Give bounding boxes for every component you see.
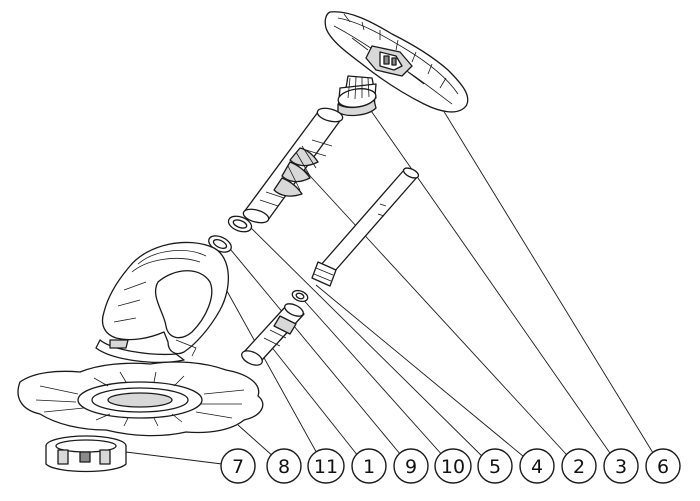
leader-7: [109, 449, 239, 467]
callout-10-circle: [434, 448, 472, 484]
part-6-top-disc: [324, 11, 469, 113]
part-7-clip: [45, 435, 127, 473]
part-8-skirt: [17, 361, 264, 437]
callout-10: 10: [434, 448, 472, 484]
callout-4: 4: [519, 448, 555, 484]
callout-3-label: 3: [615, 456, 627, 478]
callout-1-label: 1: [363, 456, 375, 478]
callout-1-circle: [351, 448, 387, 484]
part-2-spiral-tube: [242, 107, 344, 224]
callout-10-label: 10: [441, 456, 465, 478]
callout-4-circle: [519, 448, 555, 484]
callout-4-label: 4: [531, 456, 543, 478]
callout-8: 8: [266, 448, 302, 484]
part-4-straight-tube: [311, 167, 420, 287]
part-10-rings: [291, 289, 309, 303]
callouts: 7 8 11 1 9 10 5 4: [220, 448, 681, 484]
callout-7: 7: [220, 448, 256, 484]
callout-2: 2: [561, 448, 597, 484]
leader-10: [299, 295, 453, 467]
leader-11: [221, 281, 325, 467]
callout-3-circle: [603, 448, 639, 484]
callout-5: 5: [477, 448, 513, 484]
callout-7-circle: [220, 448, 256, 484]
callout-11-label: 11: [314, 456, 338, 478]
callout-5-circle: [477, 448, 513, 484]
callout-6: 6: [645, 448, 681, 484]
part-3-collar: [337, 75, 377, 117]
callout-6-label: 6: [657, 456, 669, 478]
part-1-connector: [241, 303, 305, 366]
callout-9: 9: [393, 448, 429, 484]
leader-2: [299, 164, 578, 467]
callout-7-label: 7: [232, 456, 244, 478]
part-5-ring: [227, 215, 253, 233]
callout-2-circle: [561, 448, 597, 484]
leader-3: [359, 94, 620, 467]
leader-1: [269, 344, 367, 467]
callout-8-label: 8: [278, 456, 290, 478]
part-11-foot: [95, 241, 230, 363]
callout-1: 1: [351, 448, 387, 484]
leader-lines: [109, 94, 662, 467]
callout-5-label: 5: [489, 456, 501, 478]
leader-6: [439, 104, 662, 467]
callout-6-circle: [645, 448, 681, 484]
callout-3: 3: [603, 448, 639, 484]
callout-9-label: 9: [405, 456, 417, 478]
callout-11: 11: [307, 448, 345, 484]
callout-11-circle: [307, 448, 345, 484]
callout-9-circle: [393, 448, 429, 484]
callout-2-label: 2: [573, 456, 585, 478]
leader-9: [225, 243, 411, 467]
leader-5: [245, 222, 493, 467]
callout-8-circle: [266, 448, 302, 484]
leader-4: [315, 284, 536, 467]
